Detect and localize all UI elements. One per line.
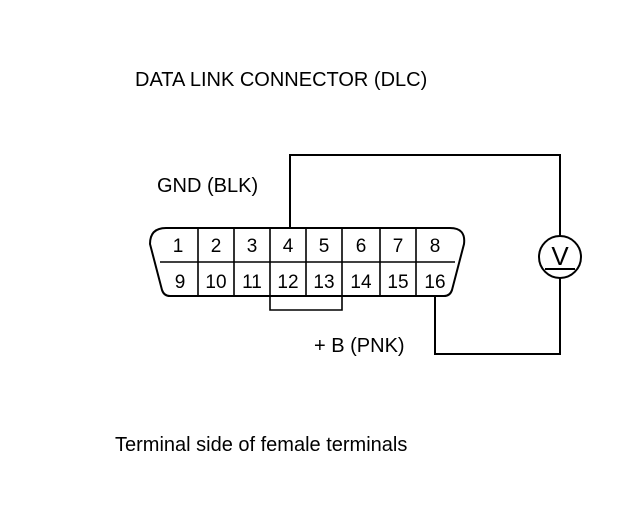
diagram-title: DATA LINK CONNECTOR (DLC) [135,69,427,91]
pin-14: 14 [350,272,372,293]
voltmeter-icon: V [538,235,582,279]
jumper-12-13 [269,296,343,311]
connector-outline [148,227,466,297]
pin-2: 2 [211,236,222,257]
pin-12: 12 [277,272,298,293]
pin-4: 4 [283,236,294,257]
plus-b-label: + B (PNK) [314,335,405,357]
pin-15: 15 [387,272,408,293]
pin-7: 7 [393,236,404,257]
gnd-wire [289,154,561,236]
voltmeter-symbol: V [551,241,569,271]
pin-row-top: 1 2 3 4 5 6 7 8 [173,236,441,257]
pin-10: 10 [205,272,226,293]
pin-1: 1 [173,236,184,257]
pin-9: 9 [175,272,186,293]
diagram-caption: Terminal side of female terminals [115,434,407,456]
pin-6: 6 [356,236,367,257]
pin-16: 16 [424,272,445,293]
pin-11: 11 [242,272,262,293]
plus-b-wire [434,278,561,355]
pin-grid [160,228,455,296]
gnd-label: GND (BLK) [157,175,258,197]
pin-row-bottom: 9 10 11 12 13 14 15 16 [175,272,446,293]
pin-8: 8 [430,236,441,257]
pin-5: 5 [319,236,330,257]
pin-13: 13 [313,272,334,293]
pin-3: 3 [247,236,258,257]
